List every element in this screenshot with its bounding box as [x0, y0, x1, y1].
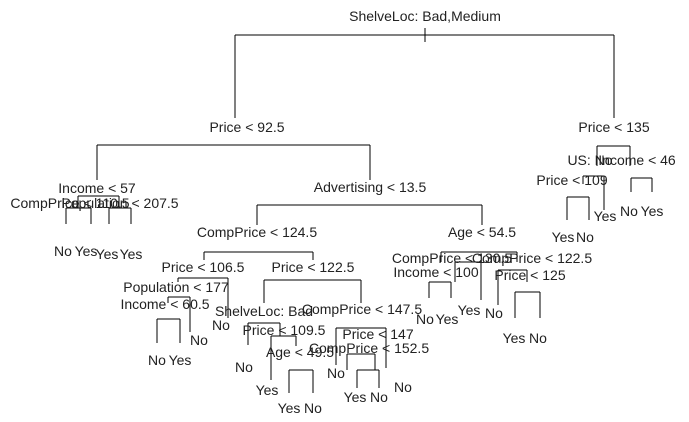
split-labels: ShelveLoc: Bad,Medium Price < 92.5 Price…	[10, 8, 676, 360]
split-comp-124: CompPrice < 124.5	[197, 224, 317, 240]
split-us-no: US: No	[567, 152, 612, 168]
split-income-46: Income < 46	[598, 152, 676, 168]
split-pop-177: Population < 177	[123, 279, 229, 295]
leaf: No	[235, 359, 253, 375]
split-price-92: Price < 92.5	[209, 119, 284, 135]
split-pop-207: Population < 207.5	[61, 195, 178, 211]
leaf: Yes	[344, 389, 367, 405]
leaf: No	[370, 389, 388, 405]
split-comp-122: CompPrice < 122.5	[472, 250, 592, 266]
leaf: No	[529, 330, 547, 346]
split-age-54: Age < 54.5	[448, 224, 516, 240]
split-price-122: Price < 122.5	[272, 259, 355, 275]
leaf: No	[190, 332, 208, 348]
leaf: Yes	[96, 246, 119, 262]
leaf: Yes	[120, 246, 143, 262]
leaf: Yes	[278, 400, 301, 416]
split-age-49: Age < 49.5	[266, 344, 334, 360]
leaf: No	[576, 229, 594, 245]
tree-edges	[65, 28, 653, 393]
leaf: Yes	[75, 243, 98, 259]
leaf: No	[304, 400, 322, 416]
leaf: No	[416, 311, 434, 327]
split-price-109: Price < 109	[536, 172, 607, 188]
split-comp-152: CompPrice < 152.5	[309, 340, 429, 356]
leaf: No	[485, 305, 503, 321]
split-price-106: Price < 106.5	[162, 259, 245, 275]
split-shelve-bad: ShelveLoc: Bad	[215, 303, 313, 319]
split-comp-147: CompPrice < 147.5	[302, 301, 422, 317]
split-income-57: Income < 57	[58, 180, 136, 196]
split-income-100: Income < 100	[393, 264, 478, 280]
split-income-60: Income < 60.5	[120, 296, 209, 312]
split-price-109b: Price < 109.5	[243, 322, 326, 338]
leaf: No	[620, 203, 638, 219]
leaf: Yes	[503, 330, 526, 346]
leaf: Yes	[594, 208, 617, 224]
leaf: No	[394, 379, 412, 395]
leaf: Yes	[641, 203, 664, 219]
leaf: No	[212, 317, 230, 333]
split-price-135: Price < 135	[578, 119, 649, 135]
leaf: Yes	[552, 229, 575, 245]
split-comp-110: CompPrice < 110.5	[10, 195, 129, 211]
leaf: No	[327, 365, 345, 381]
split-price-125: Price < 125	[494, 267, 565, 283]
leaf: No	[54, 243, 72, 259]
split-price-147: Price < 147	[342, 326, 413, 342]
split-root: ShelveLoc: Bad,Medium	[349, 8, 501, 24]
leaf-labels: No Yes Yes Yes No Yes No No No Yes Yes N…	[54, 203, 663, 416]
split-advertising: Advertising < 13.5	[314, 179, 427, 195]
leaf: Yes	[169, 352, 192, 368]
leaf: No	[148, 352, 166, 368]
split-comp-130: CompPrice < 130.5	[392, 250, 512, 266]
leaf: Yes	[458, 302, 481, 318]
leaf: Yes	[256, 382, 279, 398]
leaf: Yes	[436, 311, 459, 327]
